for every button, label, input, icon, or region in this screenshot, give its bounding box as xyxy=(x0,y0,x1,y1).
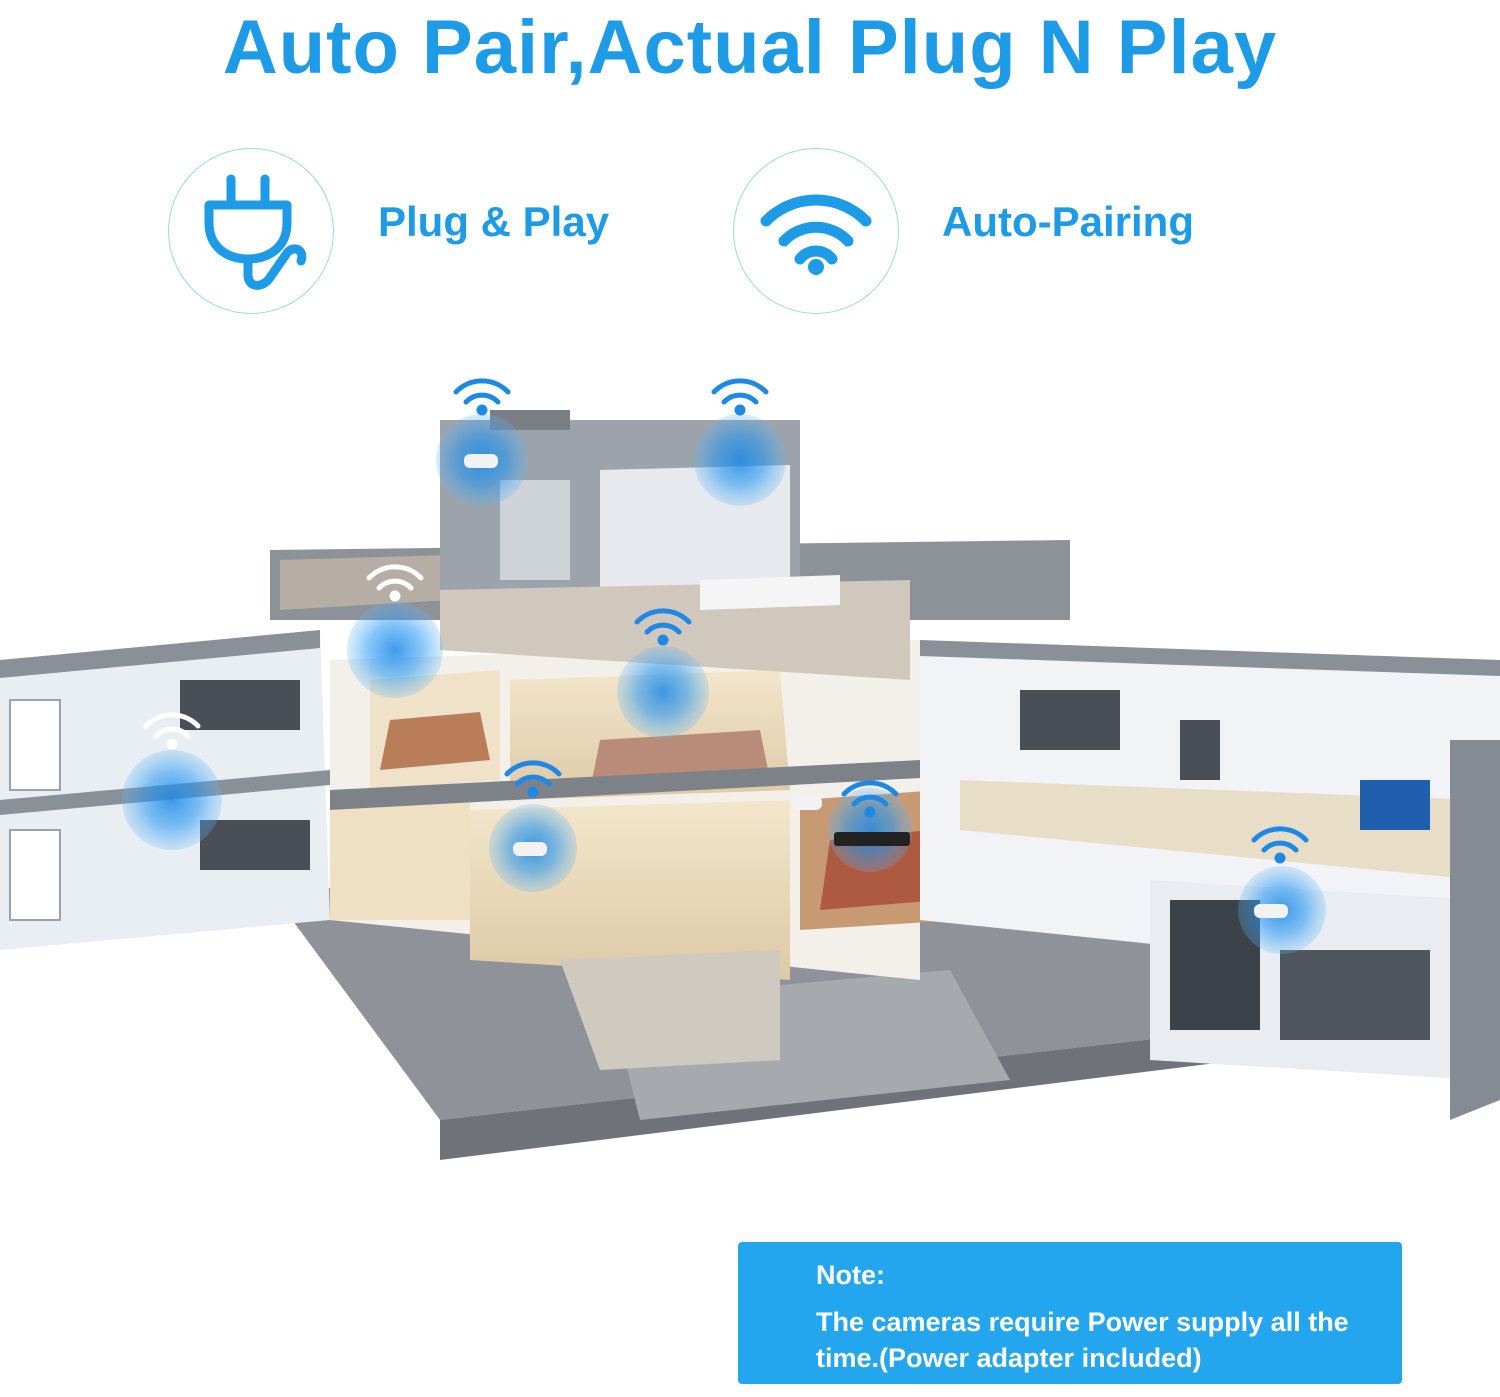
security-camera xyxy=(436,378,528,506)
wifi-feature-circle xyxy=(733,148,899,314)
security-camera xyxy=(792,796,822,810)
security-camera xyxy=(828,780,912,872)
note-title: Note: xyxy=(816,1260,885,1290)
security-camera xyxy=(1238,826,1326,954)
security-camera xyxy=(694,378,786,506)
security-camera xyxy=(617,608,709,738)
note-text: The cameras require Power supply all the… xyxy=(816,1307,1349,1373)
camera-group xyxy=(122,378,1326,954)
security-camera xyxy=(489,760,577,892)
note-box: Note: The cameras require Power supply a… xyxy=(738,1242,1402,1384)
plug-feature-circle xyxy=(168,148,334,314)
wifi-icon xyxy=(760,194,872,275)
page-title: Auto Pair,Actual Plug N Play xyxy=(222,5,1278,90)
security-camera xyxy=(347,564,443,698)
plug-feature-label: Plug & Play xyxy=(378,198,610,245)
house-illustration xyxy=(0,378,1500,1160)
upper-floor xyxy=(270,410,1070,680)
plug-icon xyxy=(204,174,307,290)
right-wing xyxy=(920,640,1500,1120)
wifi-feature-label: Auto-Pairing xyxy=(942,198,1194,245)
security-camera xyxy=(122,712,222,850)
